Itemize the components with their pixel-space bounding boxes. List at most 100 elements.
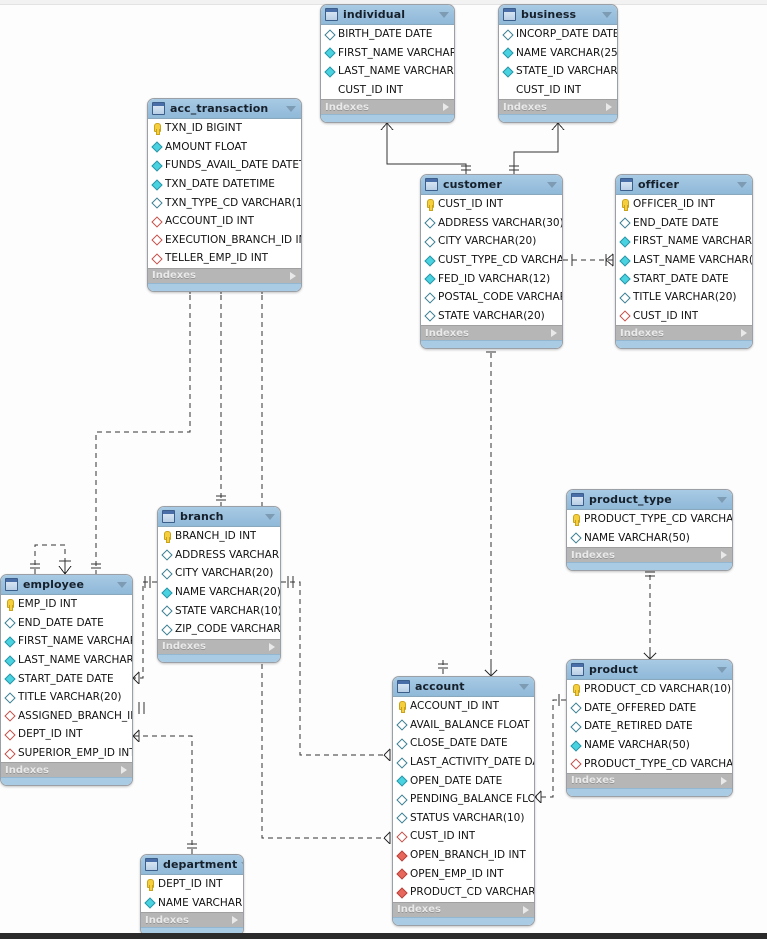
column-row[interactable]: FUNDS_AVAIL_DATE DATETIME	[148, 156, 301, 175]
column-row[interactable]: START_DATE DATE	[616, 269, 752, 288]
column-row[interactable]: OPEN_BRANCH_ID INT	[393, 846, 534, 865]
column-row[interactable]: NAME VARCHAR(20)	[158, 583, 280, 602]
column-row[interactable]: DEPT_ID INT	[1, 725, 132, 744]
indexes-section-department[interactable]: Indexes	[141, 912, 243, 928]
play-triangle-icon[interactable]	[290, 271, 296, 280]
table-header-business[interactable]: business	[499, 5, 617, 25]
indexes-section-branch[interactable]: Indexes	[158, 638, 280, 654]
column-row[interactable]: END_DATE DATE	[616, 214, 752, 233]
play-triangle-icon[interactable]	[121, 766, 127, 775]
column-row[interactable]: ACCOUNT_ID INT	[148, 212, 301, 231]
chevron-down-icon[interactable]	[717, 666, 727, 673]
column-row[interactable]: TELLER_EMP_ID INT	[148, 249, 301, 268]
column-row[interactable]: STATE VARCHAR(10)	[158, 601, 280, 620]
column-row[interactable]: TITLE VARCHAR(20)	[616, 288, 752, 307]
column-row[interactable]: ADDRESS VARCHAR(30)	[421, 214, 562, 233]
play-triangle-icon[interactable]	[741, 329, 747, 338]
column-row[interactable]: START_DATE DATE	[1, 669, 132, 688]
play-triangle-icon[interactable]	[443, 103, 449, 112]
column-row[interactable]: PRODUCT_CD VARCHAR(10)	[567, 680, 732, 699]
indexes-section-account[interactable]: Indexes	[393, 901, 534, 917]
column-row[interactable]: FED_ID VARCHAR(12)	[421, 269, 562, 288]
column-row[interactable]: STATE_ID VARCHAR(10)	[499, 62, 617, 81]
column-row[interactable]: CITY VARCHAR(20)	[421, 232, 562, 251]
column-row[interactable]: LAST_NAME VARCHAR(20)	[1, 651, 132, 670]
table-header-product_type[interactable]: product_type	[567, 490, 732, 510]
column-row[interactable]: NAME VARCHAR(50)	[567, 736, 732, 755]
column-row[interactable]: FIRST_NAME VARCHAR(30)	[321, 44, 454, 63]
column-row[interactable]: PRODUCT_TYPE_CD VARCHAR(255)	[567, 510, 732, 529]
column-row[interactable]: POSTAL_CODE VARCHAR(10)	[421, 288, 562, 307]
column-row[interactable]: ASSIGNED_BRANCH_ID INT	[1, 707, 132, 726]
column-row[interactable]: ZIP_CODE VARCHAR(12)	[158, 620, 280, 639]
column-row[interactable]: CUST_ID INT	[321, 81, 454, 100]
column-row[interactable]: OFFICER_ID INT	[616, 195, 752, 214]
play-triangle-icon[interactable]	[606, 103, 612, 112]
indexes-section-product_type[interactable]: Indexes	[567, 547, 732, 563]
chevron-down-icon[interactable]	[602, 11, 612, 18]
indexes-section-business[interactable]: Indexes	[499, 99, 617, 115]
column-row[interactable]: ACCOUNT_ID INT	[393, 697, 534, 716]
table-header-branch[interactable]: branch	[158, 507, 280, 527]
column-row[interactable]: TXN_ID BIGINT	[148, 119, 301, 138]
column-row[interactable]: EMP_ID INT	[1, 595, 132, 614]
column-row[interactable]: OPEN_EMP_ID INT	[393, 864, 534, 883]
play-triangle-icon[interactable]	[523, 905, 529, 914]
column-row[interactable]: PENDING_BALANCE FLOAT	[393, 790, 534, 809]
column-row[interactable]: STATE VARCHAR(20)	[421, 307, 562, 326]
column-row[interactable]: LAST_ACTIVITY_DATE DATE	[393, 753, 534, 772]
play-triangle-icon[interactable]	[269, 642, 275, 651]
indexes-section-individual[interactable]: Indexes	[321, 99, 454, 115]
column-row[interactable]: EXECUTION_BRANCH_ID INT	[148, 231, 301, 250]
indexes-section-product[interactable]: Indexes	[567, 772, 732, 788]
indexes-section-customer[interactable]: Indexes	[421, 325, 562, 341]
chevron-down-icon[interactable]	[519, 683, 529, 690]
play-triangle-icon[interactable]	[551, 329, 557, 338]
column-row[interactable]: CUST_ID INT	[499, 81, 617, 100]
chevron-down-icon[interactable]	[286, 105, 296, 112]
play-triangle-icon[interactable]	[721, 551, 727, 560]
table-header-customer[interactable]: customer	[421, 175, 562, 195]
chevron-down-icon[interactable]	[717, 496, 727, 503]
column-row[interactable]: TXN_TYPE_CD VARCHAR(10)	[148, 193, 301, 212]
column-row[interactable]: CLOSE_DATE DATE	[393, 734, 534, 753]
column-row[interactable]: OPEN_DATE DATE	[393, 771, 534, 790]
indexes-section-officer[interactable]: Indexes	[616, 325, 752, 341]
column-row[interactable]: TXN_DATE DATETIME	[148, 175, 301, 194]
table-header-officer[interactable]: officer	[616, 175, 752, 195]
column-row[interactable]: NAME VARCHAR(255)	[499, 44, 617, 63]
table-header-individual[interactable]: individual	[321, 5, 454, 25]
chevron-down-icon[interactable]	[117, 581, 127, 588]
chevron-down-icon[interactable]	[265, 513, 275, 520]
chevron-down-icon[interactable]	[439, 11, 449, 18]
column-row[interactable]: AVAIL_BALANCE FLOAT	[393, 716, 534, 735]
column-row[interactable]: NAME VARCHAR(50)	[567, 529, 732, 548]
column-row[interactable]: DATE_RETIRED DATE	[567, 717, 732, 736]
indexes-section-acc_transaction[interactable]: Indexes	[148, 267, 301, 283]
column-row[interactable]: CUST_ID INT	[616, 307, 752, 326]
column-row[interactable]: NAME VARCHAR(20)	[141, 894, 243, 913]
column-row[interactable]: LAST_NAME VARCHAR(30)	[321, 62, 454, 81]
column-row[interactable]: BIRTH_DATE DATE	[321, 25, 454, 44]
column-row[interactable]: BRANCH_ID INT	[158, 527, 280, 546]
column-row[interactable]: DATE_OFFERED DATE	[567, 699, 732, 718]
column-row[interactable]: INCORP_DATE DATE	[499, 25, 617, 44]
chevron-down-icon[interactable]	[547, 181, 557, 188]
column-row[interactable]: CUST_ID INT	[393, 827, 534, 846]
column-row[interactable]: FIRST_NAME VARCHAR(30)	[616, 232, 752, 251]
column-row[interactable]: CUST_TYPE_CD VARCHAR(1)	[421, 251, 562, 270]
indexes-section-employee[interactable]: Indexes	[1, 762, 132, 778]
table-header-department[interactable]: department	[141, 855, 243, 875]
table-header-employee[interactable]: employee	[1, 575, 132, 595]
play-triangle-icon[interactable]	[232, 916, 238, 925]
column-row[interactable]: CUST_ID INT	[421, 195, 562, 214]
